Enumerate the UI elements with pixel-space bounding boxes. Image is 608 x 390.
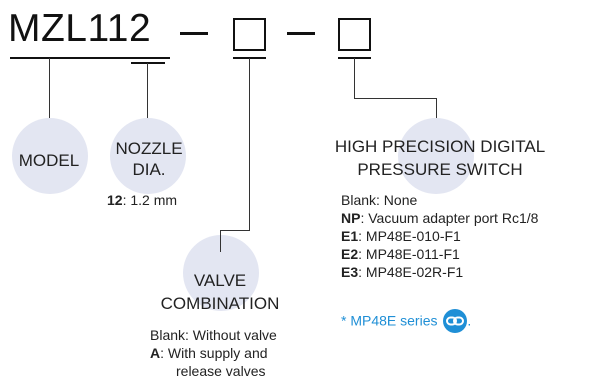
valve-option-row: A: With supply and — [150, 344, 277, 362]
separator-dash-1 — [180, 32, 208, 35]
option-code: E1 — [341, 228, 359, 244]
series-link[interactable]: * MP48E series . — [341, 309, 472, 334]
valve-connector-horizontal — [220, 230, 250, 231]
model-underline — [10, 57, 170, 59]
option-desc: : 1.2 mm — [122, 192, 178, 208]
switch-connector-vertical — [354, 58, 355, 98]
switch-label-line2: PRESSURE SWITCH — [357, 160, 523, 179]
switch-options: Blank: None NP: Vacuum adapter port Rc1/… — [341, 191, 538, 281]
option-code: Blank — [341, 192, 377, 208]
switch-connector-horizontal — [354, 98, 436, 99]
model-label: MODEL — [18, 151, 80, 170]
option-code: A — [150, 345, 161, 361]
switch-code-box — [338, 18, 371, 51]
valve-option-row: release valves — [150, 362, 277, 380]
nozzle-label-line2: DIA. — [132, 160, 166, 179]
link-icon[interactable] — [443, 309, 468, 333]
nozzle-options: 12: 1.2 mm — [107, 191, 177, 209]
valve-label-line1: VALVE — [193, 271, 247, 290]
switch-label-line1: HIGH PRECISION DIGITAL — [334, 137, 546, 156]
option-desc: : MP48E-011-F1 — [358, 246, 460, 262]
valve-code-box — [233, 18, 266, 51]
series-link-text[interactable]: * MP48E series — [341, 312, 438, 329]
valve-option-row: Blank: Without valve — [150, 326, 277, 344]
option-desc: release valves — [176, 363, 266, 379]
model-connector — [49, 58, 50, 118]
separator-dash-2 — [287, 32, 315, 35]
valve-connector-drop — [220, 230, 221, 252]
option-code: NP — [341, 210, 361, 226]
option-desc: : Vacuum adapter port Rc1/8 — [360, 210, 539, 226]
nozzle-connector — [147, 63, 148, 118]
nozzle-label-line1: NOZZLE — [115, 139, 183, 158]
option-desc: : With supply and — [160, 345, 268, 361]
model-circle — [12, 118, 88, 194]
series-link-suffix: . — [467, 312, 472, 329]
nozzle-underline — [131, 62, 165, 64]
model-code-base: MZL112 — [8, 7, 152, 50]
option-desc: : None — [376, 192, 418, 208]
valve-connector-vertical — [249, 58, 250, 230]
valve-label-line2: COMBINATION — [160, 294, 280, 313]
switch-option-row: NP: Vacuum adapter port Rc1/8 — [341, 209, 538, 227]
switch-option-row: E1: MP48E-010-F1 — [341, 227, 538, 245]
option-code: E2 — [341, 246, 359, 262]
switch-option-row: E3: MP48E-02R-F1 — [341, 263, 538, 281]
switch-option-row: Blank: None — [341, 191, 538, 209]
option-code: E3 — [341, 264, 359, 280]
option-desc: : MP48E-02R-F1 — [358, 264, 464, 280]
option-code: 12 — [107, 192, 123, 208]
option-code: Blank — [150, 327, 186, 343]
option-desc: : MP48E-010-F1 — [358, 228, 461, 244]
nozzle-circle — [110, 118, 186, 194]
valve-options: Blank: Without valve A: With supply and … — [150, 326, 277, 380]
valve-circle — [183, 235, 259, 311]
switch-option-row: E2: MP48E-011-F1 — [341, 245, 538, 263]
option-desc: : Without valve — [185, 327, 277, 343]
nozzle-option-row: 12: 1.2 mm — [107, 191, 177, 209]
switch-connector-drop — [436, 98, 437, 118]
switch-circle — [398, 118, 474, 194]
